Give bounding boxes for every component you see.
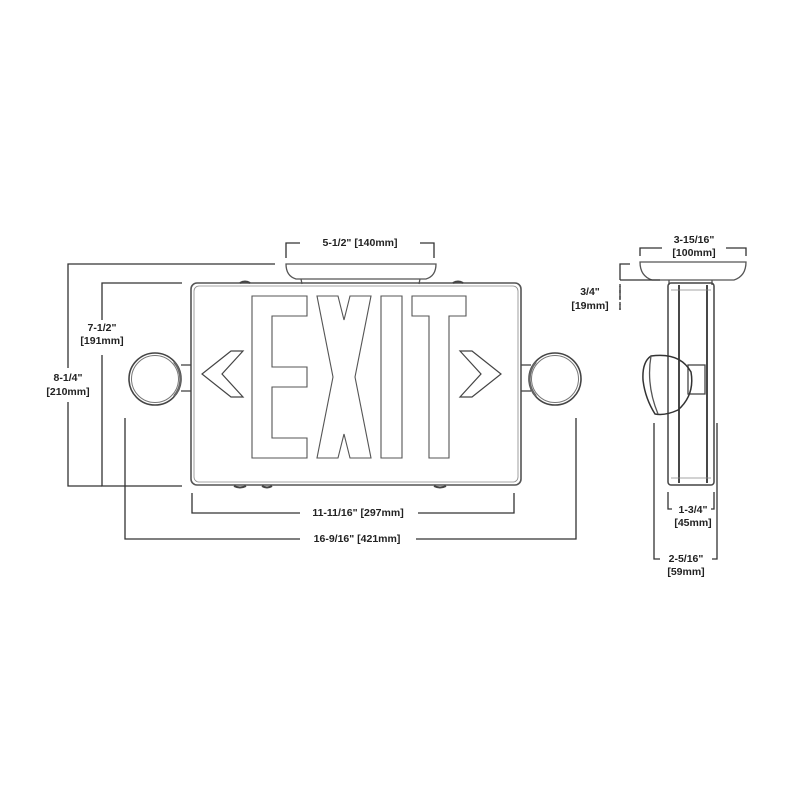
label-sign-height-imperial: 7-1/2" bbox=[85, 322, 119, 334]
right-chevron-icon bbox=[458, 350, 502, 398]
dim-overall-width bbox=[124, 418, 577, 540]
label-overall-depth-metric: [59mm] bbox=[665, 566, 707, 578]
right-lamp-head bbox=[521, 352, 582, 406]
left-lamp-head bbox=[128, 352, 191, 406]
label-canopy-width: 5-1/2" [140mm] bbox=[320, 237, 400, 249]
label-side-canopy-width-metric: [100mm] bbox=[670, 247, 718, 259]
side-housing bbox=[667, 282, 715, 486]
front-view bbox=[67, 242, 582, 540]
side-view bbox=[619, 247, 747, 560]
side-canopy bbox=[639, 261, 747, 281]
side-lamp-head bbox=[642, 354, 706, 416]
label-sign-depth-imperial: 1-3/4" bbox=[676, 504, 710, 516]
label-overall-width: 16-9/16" [421mm] bbox=[311, 533, 403, 545]
label-sign-height-metric: [191mm] bbox=[78, 335, 126, 347]
label-overall-height-metric: [210mm] bbox=[44, 386, 92, 398]
sign-housing bbox=[190, 280, 522, 489]
dim-sign-height bbox=[101, 282, 182, 487]
label-overall-height-imperial: 8-1/4" bbox=[51, 372, 85, 384]
canopy bbox=[285, 263, 437, 285]
label-sign-width: 11-11/16" [297mm] bbox=[310, 507, 406, 519]
letter-i bbox=[380, 295, 403, 459]
dim-sign-width bbox=[191, 493, 515, 514]
label-canopy-height-imperial: 3/4" bbox=[578, 286, 602, 298]
label-side-canopy-width-imperial: 3-15/16" bbox=[671, 234, 717, 246]
dim-overall-height bbox=[67, 263, 275, 487]
exit-letters bbox=[251, 295, 467, 459]
letter-e bbox=[251, 295, 308, 459]
label-overall-depth-imperial: 2-5/16" bbox=[666, 553, 706, 565]
letter-t bbox=[411, 295, 467, 459]
letter-x bbox=[316, 295, 372, 459]
label-sign-depth-metric: [45mm] bbox=[672, 517, 714, 529]
dim-canopy-width bbox=[285, 242, 435, 258]
left-chevron-icon bbox=[201, 350, 245, 398]
label-canopy-height-metric: [19mm] bbox=[569, 300, 611, 312]
